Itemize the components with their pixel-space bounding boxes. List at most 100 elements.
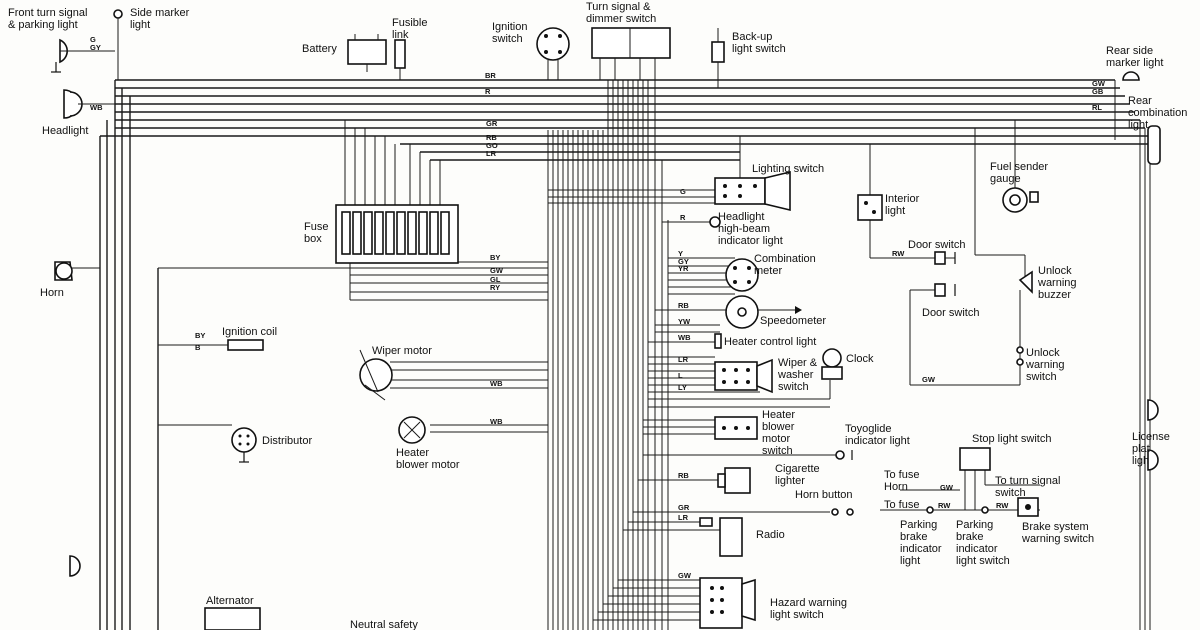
code-ly: LY	[678, 383, 687, 392]
code-g-ls: G	[680, 187, 686, 196]
unlock-warning-buzzer	[1018, 270, 1033, 294]
svg-text:LR: LR	[486, 149, 497, 158]
svg-text:YW: YW	[678, 317, 691, 326]
svg-text:GL: GL	[490, 275, 501, 284]
wiper-washer-switch	[714, 358, 773, 394]
code-gy: GY	[90, 43, 101, 52]
brake-system-switch	[1017, 497, 1039, 517]
stop-light-switch	[959, 447, 991, 471]
horn-button	[831, 508, 854, 516]
ignition-coil	[158, 339, 264, 351]
ignition-switch	[536, 27, 570, 80]
code-rw-pb: RW	[938, 501, 951, 510]
center-trunk	[547, 80, 669, 630]
svg-text:To fuse: To fuse	[884, 499, 919, 511]
svg-text:RB: RB	[678, 471, 689, 480]
svg-text:GR: GR	[678, 503, 690, 512]
door-switch-front	[934, 251, 956, 265]
svg-text:L: L	[678, 371, 683, 380]
svg-text:RL: RL	[1092, 103, 1102, 112]
code-br: BR	[485, 71, 496, 80]
svg-text:R: R	[680, 213, 686, 222]
heater-control-light	[714, 333, 722, 349]
svg-text:Horn: Horn	[40, 287, 64, 299]
svg-text:GB: GB	[1092, 87, 1104, 96]
code-wb-wiper: WB	[490, 379, 503, 388]
front-turn-signal-light	[51, 38, 115, 73]
svg-text:WB: WB	[678, 333, 691, 342]
svg-text:Ignition coil: Ignition coil	[222, 326, 277, 338]
label-heater-control: Heater control light	[724, 336, 816, 348]
svg-text:LR: LR	[678, 513, 689, 522]
code-gb: GB	[1092, 87, 1104, 96]
code-gr: GR	[486, 119, 498, 128]
wiper-motor	[359, 349, 393, 401]
label-lighting-switch: Lighting switch	[752, 163, 824, 175]
unlock-warning-switch	[1016, 346, 1024, 366]
label-alternator: Alternator	[206, 595, 254, 607]
svg-text:G: G	[90, 35, 96, 44]
side-marker-light	[113, 9, 123, 80]
component-labels: Front turn signal& parking light Side ma…	[8, 1, 1187, 630]
svg-text:Wiper motor: Wiper motor	[372, 345, 432, 357]
license-light	[1147, 399, 1159, 471]
svg-text:Lighting switch: Lighting switch	[752, 163, 824, 175]
label-clock: Clock	[846, 353, 874, 365]
code-rb-meter: RB	[678, 301, 689, 310]
label-speedometer: Speedometer	[760, 315, 826, 327]
svg-text:RB: RB	[678, 301, 689, 310]
code-yw: YW	[678, 317, 691, 326]
fusible-link	[394, 39, 406, 80]
rear-combination-light	[1147, 125, 1161, 165]
label-distributor: Distributor	[262, 435, 312, 447]
radio	[699, 517, 743, 557]
heater-blower-motor	[398, 416, 426, 444]
svg-text:RB: RB	[486, 133, 497, 142]
code-wb-blower: WB	[490, 417, 503, 426]
heater-blower-switch	[714, 416, 758, 440]
code-gw-hazard: GW	[678, 571, 692, 580]
svg-text:RW: RW	[938, 501, 951, 510]
svg-text:BR: BR	[485, 71, 496, 80]
svg-text:WB: WB	[490, 379, 503, 388]
svg-text:B: B	[195, 343, 201, 352]
fuse-box-feeds	[344, 120, 548, 301]
svg-text:YR: YR	[678, 264, 689, 273]
code-gw-door: GW	[922, 375, 936, 384]
svg-text:LR: LR	[678, 355, 689, 364]
code-by-coil: BY	[195, 331, 205, 340]
svg-text:G: G	[680, 187, 686, 196]
code-wb-heater: WB	[678, 333, 691, 342]
svg-text:WB: WB	[90, 103, 103, 112]
label-door-switch-2: Door switch	[922, 307, 979, 319]
svg-text:Distributor: Distributor	[262, 435, 312, 447]
code-gr-horn: GR	[678, 503, 690, 512]
backup-light-switch	[711, 28, 725, 88]
svg-text:GO: GO	[486, 141, 498, 150]
svg-text:RW: RW	[892, 249, 905, 258]
code-y: Y	[678, 249, 683, 258]
